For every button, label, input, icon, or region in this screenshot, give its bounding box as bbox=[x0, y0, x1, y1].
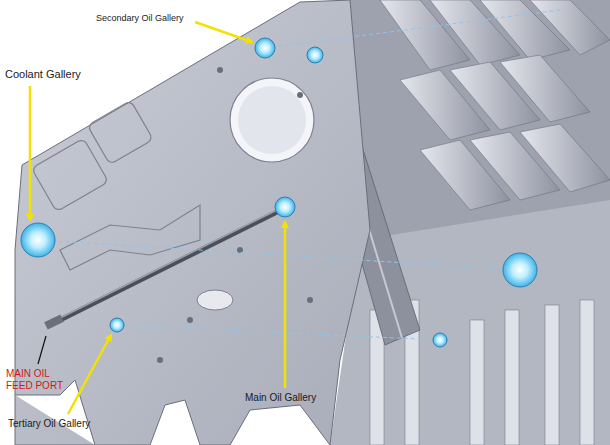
callout-label: Main Oil Gallery bbox=[245, 392, 316, 404]
leader-arrows bbox=[30, 22, 285, 414]
cylinder-fins bbox=[330, 0, 610, 445]
gallery-bores bbox=[21, 38, 537, 347]
callout-label: Tertiary Oil Gallery bbox=[8, 418, 90, 430]
leader-line bbox=[38, 336, 46, 364]
callout-label: MAIN OIL FEED PORT bbox=[6, 368, 68, 391]
block-face bbox=[15, 0, 370, 445]
callout-label: Secondary Oil Gallery bbox=[96, 13, 184, 23]
axis-lines bbox=[38, 10, 560, 340]
callout-label: Coolant Gallery bbox=[5, 68, 81, 81]
